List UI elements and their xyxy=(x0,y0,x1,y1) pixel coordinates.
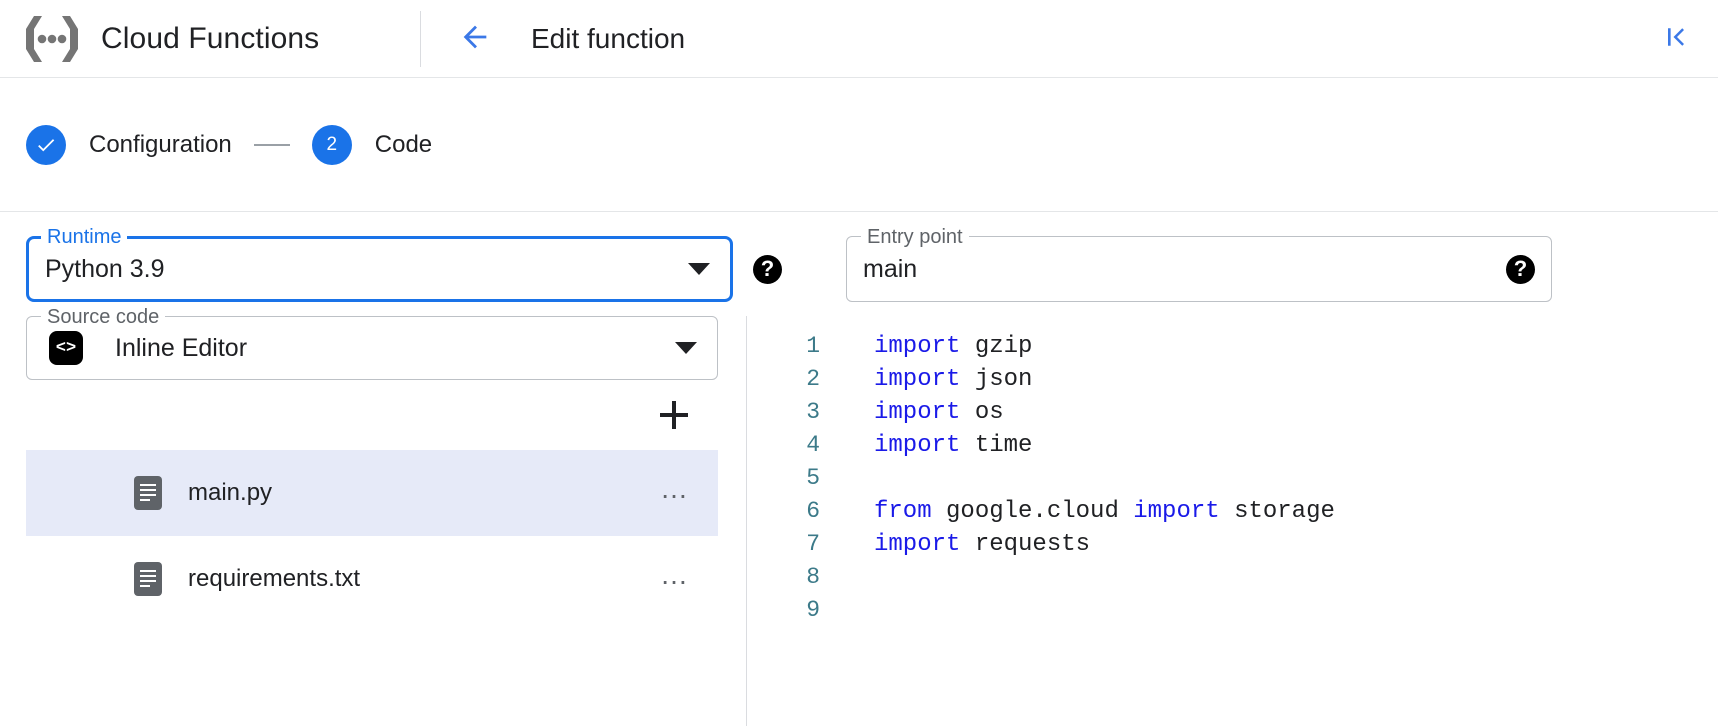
source-code-label: Source code xyxy=(41,306,166,328)
runtime-select[interactable]: Runtime Python 3.9 xyxy=(26,226,733,302)
code-editor[interactable]: 1 import gzip 2 import json 3 import os 4 impor… xyxy=(748,316,1718,726)
fields-row: Runtime Python 3.9 ? Entry point main ? xyxy=(0,212,1718,302)
code-identifier: gzip xyxy=(960,333,1033,360)
code-identifier: storage xyxy=(1219,498,1335,525)
runtime-block: Runtime Python 3.9 ? xyxy=(26,226,782,302)
code-line-number: 5 xyxy=(806,465,820,491)
code-line-text[interactable]: import json xyxy=(874,363,1032,396)
code-line-number: 2 xyxy=(806,366,820,392)
app-header: Cloud Functions Edit function xyxy=(0,0,1718,78)
code-keyword: import xyxy=(874,432,961,459)
code-line: 7 import requests xyxy=(748,528,1718,561)
step-code-label: Code xyxy=(374,130,433,158)
body-area: Runtime Python 3.9 ? Entry point main ? … xyxy=(0,212,1718,726)
step-configuration-marker xyxy=(26,124,66,165)
code-line-number: 3 xyxy=(806,399,820,425)
file-name: requirements.txt xyxy=(188,565,361,592)
code-line-text[interactable]: import os xyxy=(874,396,1004,429)
page-head: Edit function xyxy=(421,0,685,77)
entry-point-label: Entry point xyxy=(861,226,969,248)
arrow-left-icon xyxy=(458,20,492,57)
source-code-panel: Source code <> Inline Editor main.py … xyxy=(0,306,747,726)
file-list-item-main-py[interactable]: main.py … xyxy=(26,450,718,536)
file-document-icon xyxy=(134,476,162,510)
step-code-marker: 2 xyxy=(311,124,352,165)
step-configuration-label: Configuration xyxy=(89,130,232,158)
code-keyword: import xyxy=(874,366,961,393)
code-identifier: requests xyxy=(960,531,1091,558)
back-button[interactable] xyxy=(453,17,497,61)
code-line-number: 4 xyxy=(806,432,820,458)
code-identifier: json xyxy=(960,366,1033,393)
brand-title: Cloud Functions xyxy=(101,21,320,55)
code-line: 1 import gzip xyxy=(748,330,1718,363)
code-identifier: os xyxy=(960,399,1004,426)
code-line-text[interactable]: import requests xyxy=(874,528,1090,561)
page-title: Edit function xyxy=(531,22,686,54)
entry-point-input[interactable]: Entry point main ? xyxy=(846,226,1552,302)
entry-point-value[interactable]: main xyxy=(863,254,918,283)
file-document-icon xyxy=(134,562,162,596)
code-brackets-icon: <> xyxy=(49,331,83,365)
runtime-value: Python 3.9 xyxy=(45,254,165,283)
chevron-down-icon[interactable] xyxy=(688,263,710,275)
code-keyword: import xyxy=(874,333,961,360)
add-file-button[interactable] xyxy=(654,395,694,435)
code-keyword: import xyxy=(1133,498,1220,525)
file-toolbar xyxy=(0,380,746,450)
code-line: 5 xyxy=(748,462,1718,495)
runtime-label: Runtime xyxy=(41,226,128,248)
source-select-wrap: Source code <> Inline Editor xyxy=(0,306,746,380)
wizard-stepper: Configuration 2 Code xyxy=(0,78,1718,212)
code-line: 8 xyxy=(748,561,1718,594)
cloud-functions-braces-logo xyxy=(24,11,80,67)
file-list: main.py … requirements.txt … xyxy=(26,450,718,622)
code-line-number: 9 xyxy=(806,597,820,623)
code-keyword: from xyxy=(874,498,932,525)
file-overflow-menu-button[interactable]: … xyxy=(660,559,690,590)
code-line-text[interactable]: import gzip xyxy=(874,330,1032,363)
code-line-text[interactable]: import time xyxy=(874,429,1032,462)
brand[interactable]: Cloud Functions xyxy=(0,0,420,77)
file-name: main.py xyxy=(188,479,273,506)
code-identifier: google.cloud xyxy=(931,498,1134,525)
step-code[interactable]: 2 Code xyxy=(311,124,433,165)
code-line: 2 import json xyxy=(748,363,1718,396)
code-line-number: 7 xyxy=(806,531,820,557)
code-keyword: import xyxy=(874,399,961,426)
file-overflow-menu-button[interactable]: … xyxy=(660,473,690,504)
file-list-item-requirements-txt[interactable]: requirements.txt … xyxy=(26,536,718,622)
code-line: 3 import os xyxy=(748,396,1718,429)
code-line: 9 xyxy=(748,594,1718,627)
step-connector xyxy=(253,143,290,146)
code-identifier: time xyxy=(960,432,1033,459)
code-line-text[interactable]: from google.cloud import storage xyxy=(874,495,1335,528)
code-line-number: 8 xyxy=(806,564,820,590)
runtime-help-icon[interactable]: ? xyxy=(753,254,782,284)
code-keyword: import xyxy=(874,531,961,558)
first-page-collapse-icon xyxy=(1661,22,1691,55)
code-line-number: 6 xyxy=(806,498,820,524)
collapse-panel-button[interactable] xyxy=(1656,19,1696,59)
header-divider xyxy=(420,10,421,67)
code-line: 6 from google.cloud import storage xyxy=(748,495,1718,528)
source-code-select[interactable]: Source code <> Inline Editor xyxy=(26,306,718,380)
entry-point-help-icon[interactable]: ? xyxy=(1506,254,1535,284)
chevron-down-icon[interactable] xyxy=(675,342,697,354)
code-line-number: 1 xyxy=(806,333,820,359)
step-configuration[interactable]: Configuration xyxy=(26,124,232,165)
entry-point-block: Entry point main ? xyxy=(846,226,1552,302)
source-code-value: Inline Editor xyxy=(115,333,248,362)
code-line: 4 import time xyxy=(748,429,1718,462)
